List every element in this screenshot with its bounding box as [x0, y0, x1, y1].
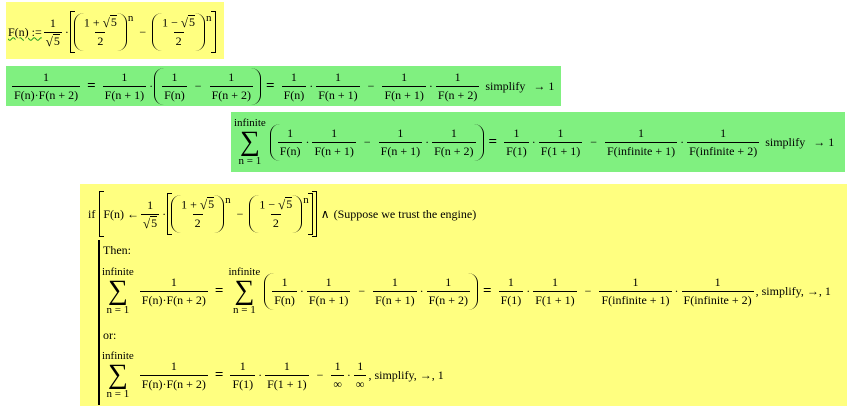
program-block-bar	[98, 240, 100, 405]
then-label: Then:	[103, 242, 131, 257]
infinity-icon: ∞	[331, 374, 344, 391]
simplify-keyword: simplify	[485, 78, 526, 93]
sqrt-icon: √	[180, 14, 189, 30]
sqrt-icon: √	[45, 33, 53, 49]
and-operator: ∧	[320, 206, 330, 221]
result-arrow: → 1	[813, 134, 835, 149]
sqrt-icon: √	[199, 196, 208, 212]
infinity-icon: ∞	[353, 374, 367, 391]
equals-icon: =	[214, 282, 224, 299]
equals-icon: =	[214, 366, 224, 383]
if-keyword: if	[88, 206, 96, 221]
equals-icon: =	[266, 77, 275, 94]
then-tail: , simplify, →, 1	[755, 283, 831, 298]
equals-icon: =	[488, 133, 498, 150]
definition-bracket: 1 + √5 2 n − 1 − √5 2 n	[69, 11, 216, 53]
simplify-keyword: simplify	[765, 134, 806, 149]
sigma-icon: ∑	[234, 274, 255, 306]
definition-lhs: F(n) :=	[8, 24, 42, 39]
comment-text: (Suppose we trust the engine)	[333, 206, 477, 221]
sigma-icon: ∑	[107, 274, 128, 306]
result-arrow: → 1	[533, 78, 555, 93]
equals-icon: =	[87, 77, 96, 94]
sigma-icon: ∑	[107, 358, 128, 390]
condition-bracket: F(n) ← 1 √5 · 1 + √5 2 n − 1 − √5 2 n	[99, 191, 317, 237]
definition-region[interactable]	[6, 2, 224, 59]
definition-expression[interactable]: F(n) := 1 √5 · 1 + √5 2 n − 1 − √5 2 n	[8, 10, 216, 54]
or-label: or:	[103, 327, 117, 342]
sqrt-icon: √	[102, 14, 110, 30]
or-tail: , simplify, →, 1	[368, 367, 444, 382]
program-region[interactable]	[80, 184, 847, 406]
equals-icon: =	[483, 282, 492, 299]
frac-one-over-sqrt5: 1 √5	[43, 16, 62, 49]
sigma-icon: ∑	[239, 125, 260, 157]
sqrt-icon: √	[278, 196, 286, 212]
if-condition[interactable]: if F(n) ← 1 √5 · 1 + √5 2 n − 1 − √5 2 n…	[84, 188, 476, 240]
sqrt-icon: √	[143, 215, 151, 231]
